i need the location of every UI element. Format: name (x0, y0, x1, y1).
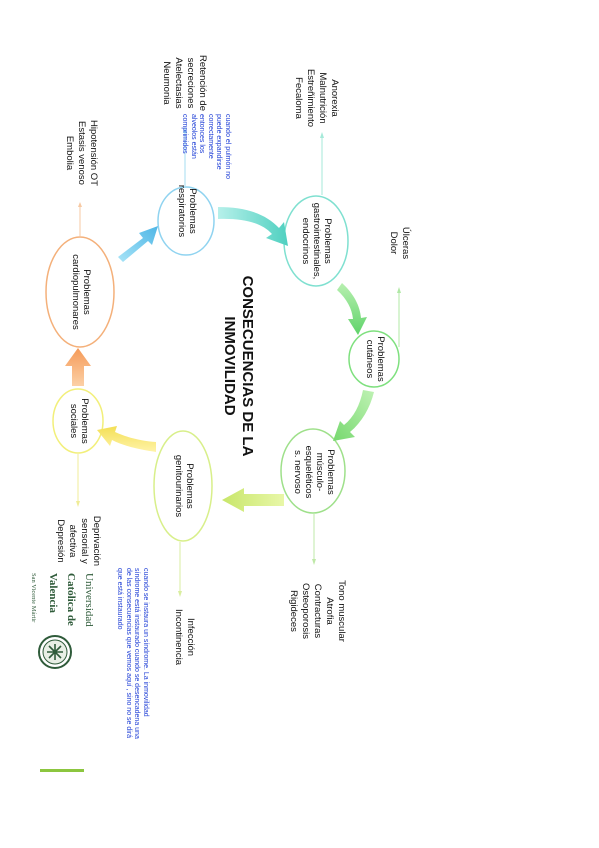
arrow-resp-to-gastro (218, 207, 288, 246)
node-respiratorios-circle (157, 186, 215, 256)
accent-bar (40, 769, 84, 772)
node-musculo-label: Problemas músculo- esqueléticos s. nervo… (292, 445, 336, 499)
node-cardiopulmonares-label: Problemas cardiopulmonares (70, 254, 92, 330)
node-cardiopulmonares-circle (45, 236, 115, 348)
university-seal-icon (38, 635, 72, 669)
node-gastrointestinales-label: Problemas gastrointestinales, endocrinos (300, 202, 333, 280)
node-cutaneos-label: Problemas cutáneos (364, 336, 386, 382)
note-sindrome: cuando se instaura un síndrome. La inmov… (116, 568, 150, 739)
list-sociales: Deprivación sensorial y afectiva Depresi… (55, 515, 102, 567)
arrow-gastro-to-cutaneos (337, 283, 367, 335)
list-gastrointestinales: Anorexia Malnutrición Estreñimiento Feca… (293, 68, 340, 128)
diagram-title: CONSECUENCIAS DE LA INMOVILIDAD (221, 275, 256, 457)
list-musculo: Tono muscular Atrofia Contracturas Osteo… (288, 580, 347, 642)
node-musculo-circle (280, 428, 346, 514)
arrow-cardio-to-resp (118, 226, 158, 262)
arrow-cutaneos-to-musculo (333, 390, 374, 441)
node-sociales-circle (52, 388, 104, 454)
note-pulmon: cuando el pulmón no puede expandirse cor… (181, 114, 232, 179)
node-genitourinarios-label: Problemas genitourinarios (173, 454, 195, 518)
node-genitourinarios-circle (153, 430, 213, 542)
list-cardiopulmonares: Hipotensión OT Estasis venoso Embolia (64, 119, 99, 186)
list-cutaneos: Úlceras Dolor (388, 226, 411, 260)
list-respiratorios: Retención de secreciones Atelectasias Ne… (161, 55, 208, 111)
node-sociales-label: Problemas sociales (68, 398, 90, 444)
arrow-genito-to-sociales (97, 426, 156, 452)
arrow-sociales-to-cardio (65, 348, 91, 386)
node-cutaneos-circle (348, 330, 400, 388)
university-logo: Universidad Católica de Valencia San Vic… (30, 573, 95, 627)
list-genitourinarios: Infección Incontinencia (173, 609, 196, 665)
arrow-musculo-to-genito (222, 488, 284, 512)
